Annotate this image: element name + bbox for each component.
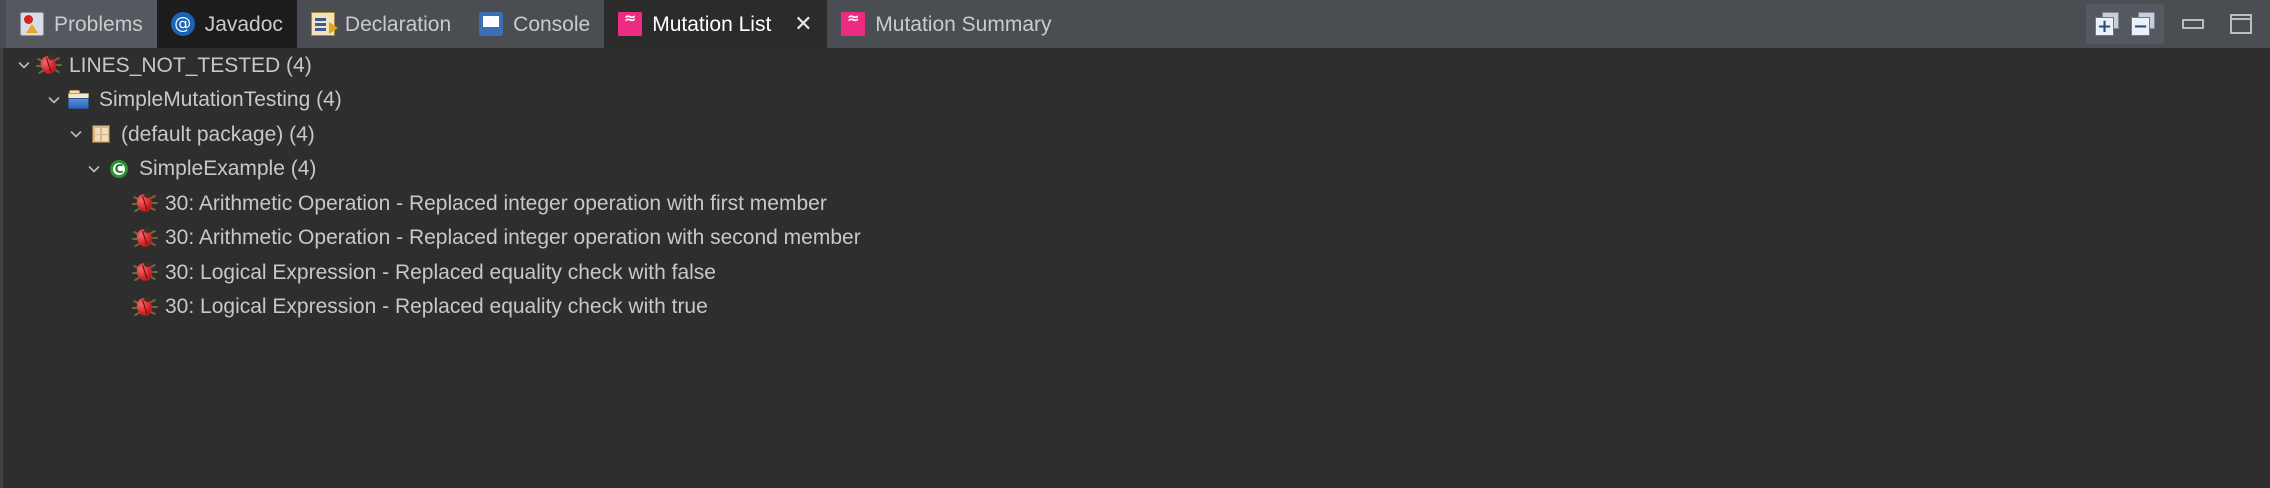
bug-icon [132, 226, 158, 250]
chevron-down-icon[interactable] [81, 161, 107, 177]
tree-row[interactable]: SimpleMutationTesting (4) [3, 83, 2270, 118]
tab-problems-label: Problems [54, 12, 143, 36]
tab-console[interactable]: Console [465, 0, 604, 48]
tree-row[interactable]: 30: Arithmetic Operation - Replaced inte… [3, 186, 2270, 221]
tab-problems[interactable]: Problems [6, 0, 157, 48]
chevron-down-icon[interactable] [41, 92, 67, 108]
maximize-icon [2230, 14, 2252, 34]
tree-row-label: 30: Logical Expression - Replaced equali… [165, 295, 708, 319]
expand-all-button[interactable]: + [2092, 9, 2122, 39]
minimize-icon [2182, 19, 2204, 29]
view-toolbar: + − [2086, 0, 2270, 48]
bug-icon [132, 295, 158, 319]
tab-mutation-list-label: Mutation List [652, 12, 772, 36]
tree-row[interactable]: C SimpleExample (4) [3, 152, 2270, 187]
mutation-tree[interactable]: LINES_NOT_TESTED (4) SimpleMutationTesti… [0, 48, 2270, 488]
tab-javadoc[interactable]: @ Javadoc [156, 0, 297, 48]
tree-row-label: 30: Arithmetic Operation - Replaced inte… [165, 191, 827, 215]
minimize-button[interactable] [2174, 4, 2212, 44]
tab-declaration[interactable]: Declaration [297, 0, 465, 48]
tab-console-label: Console [513, 12, 591, 36]
chevron-down-icon[interactable] [63, 126, 89, 142]
tree-row-label: 30: Arithmetic Operation - Replaced inte… [165, 226, 861, 250]
mutation-icon: ≈ [841, 11, 866, 36]
mutation-icon: ≈ [618, 11, 643, 36]
close-icon[interactable]: ✕ [794, 11, 813, 36]
view-tab-bar: Problems @ Javadoc Declaration Console ≈… [0, 0, 2270, 48]
tree-controls-group: + − [2086, 4, 2164, 44]
declaration-icon [310, 12, 338, 36]
tree-row[interactable]: 30: Logical Expression - Replaced equali… [3, 290, 2270, 325]
tab-strip: Problems @ Javadoc Declaration Console ≈… [6, 0, 2086, 48]
javadoc-icon: @ [170, 12, 195, 36]
tree-row[interactable]: 30: Logical Expression - Replaced equali… [3, 255, 2270, 290]
tree-row[interactable]: 30: Arithmetic Operation - Replaced inte… [3, 221, 2270, 256]
collapse-all-sign: − [2132, 15, 2149, 37]
class-icon: C [107, 157, 131, 181]
package-icon [89, 122, 113, 146]
chevron-down-icon[interactable] [11, 57, 37, 73]
tree-row-label: LINES_NOT_TESTED (4) [69, 53, 312, 77]
bug-icon [36, 53, 62, 77]
folder-icon [67, 88, 91, 112]
tree-row-label: (default package) (4) [121, 122, 315, 146]
expand-all-icon: + [2095, 12, 2119, 36]
bug-icon [132, 191, 158, 215]
tree-row[interactable]: LINES_NOT_TESTED (4) [3, 48, 2270, 83]
tab-mutation-summary-label: Mutation Summary [875, 12, 1052, 36]
tab-declaration-label: Declaration [344, 12, 452, 36]
console-icon [479, 12, 504, 36]
tree-row-label: 30: Logical Expression - Replaced equali… [165, 260, 716, 284]
expand-all-sign: + [2096, 15, 2113, 37]
tree-row[interactable]: (default package) (4) [3, 117, 2270, 152]
tree-row-label: SimpleExample (4) [139, 157, 317, 181]
collapse-all-button[interactable]: − [2128, 9, 2158, 39]
tab-javadoc-label: Javadoc [204, 12, 283, 36]
bug-icon [132, 260, 158, 284]
collapse-all-icon: − [2131, 12, 2155, 36]
problems-icon [20, 12, 44, 36]
tab-mutation-list[interactable]: ≈ Mutation List ✕ [604, 0, 828, 48]
tab-mutation-summary[interactable]: ≈ Mutation Summary [827, 0, 1065, 48]
tree-row-label: SimpleMutationTesting (4) [99, 88, 342, 112]
maximize-button[interactable] [2222, 4, 2260, 44]
